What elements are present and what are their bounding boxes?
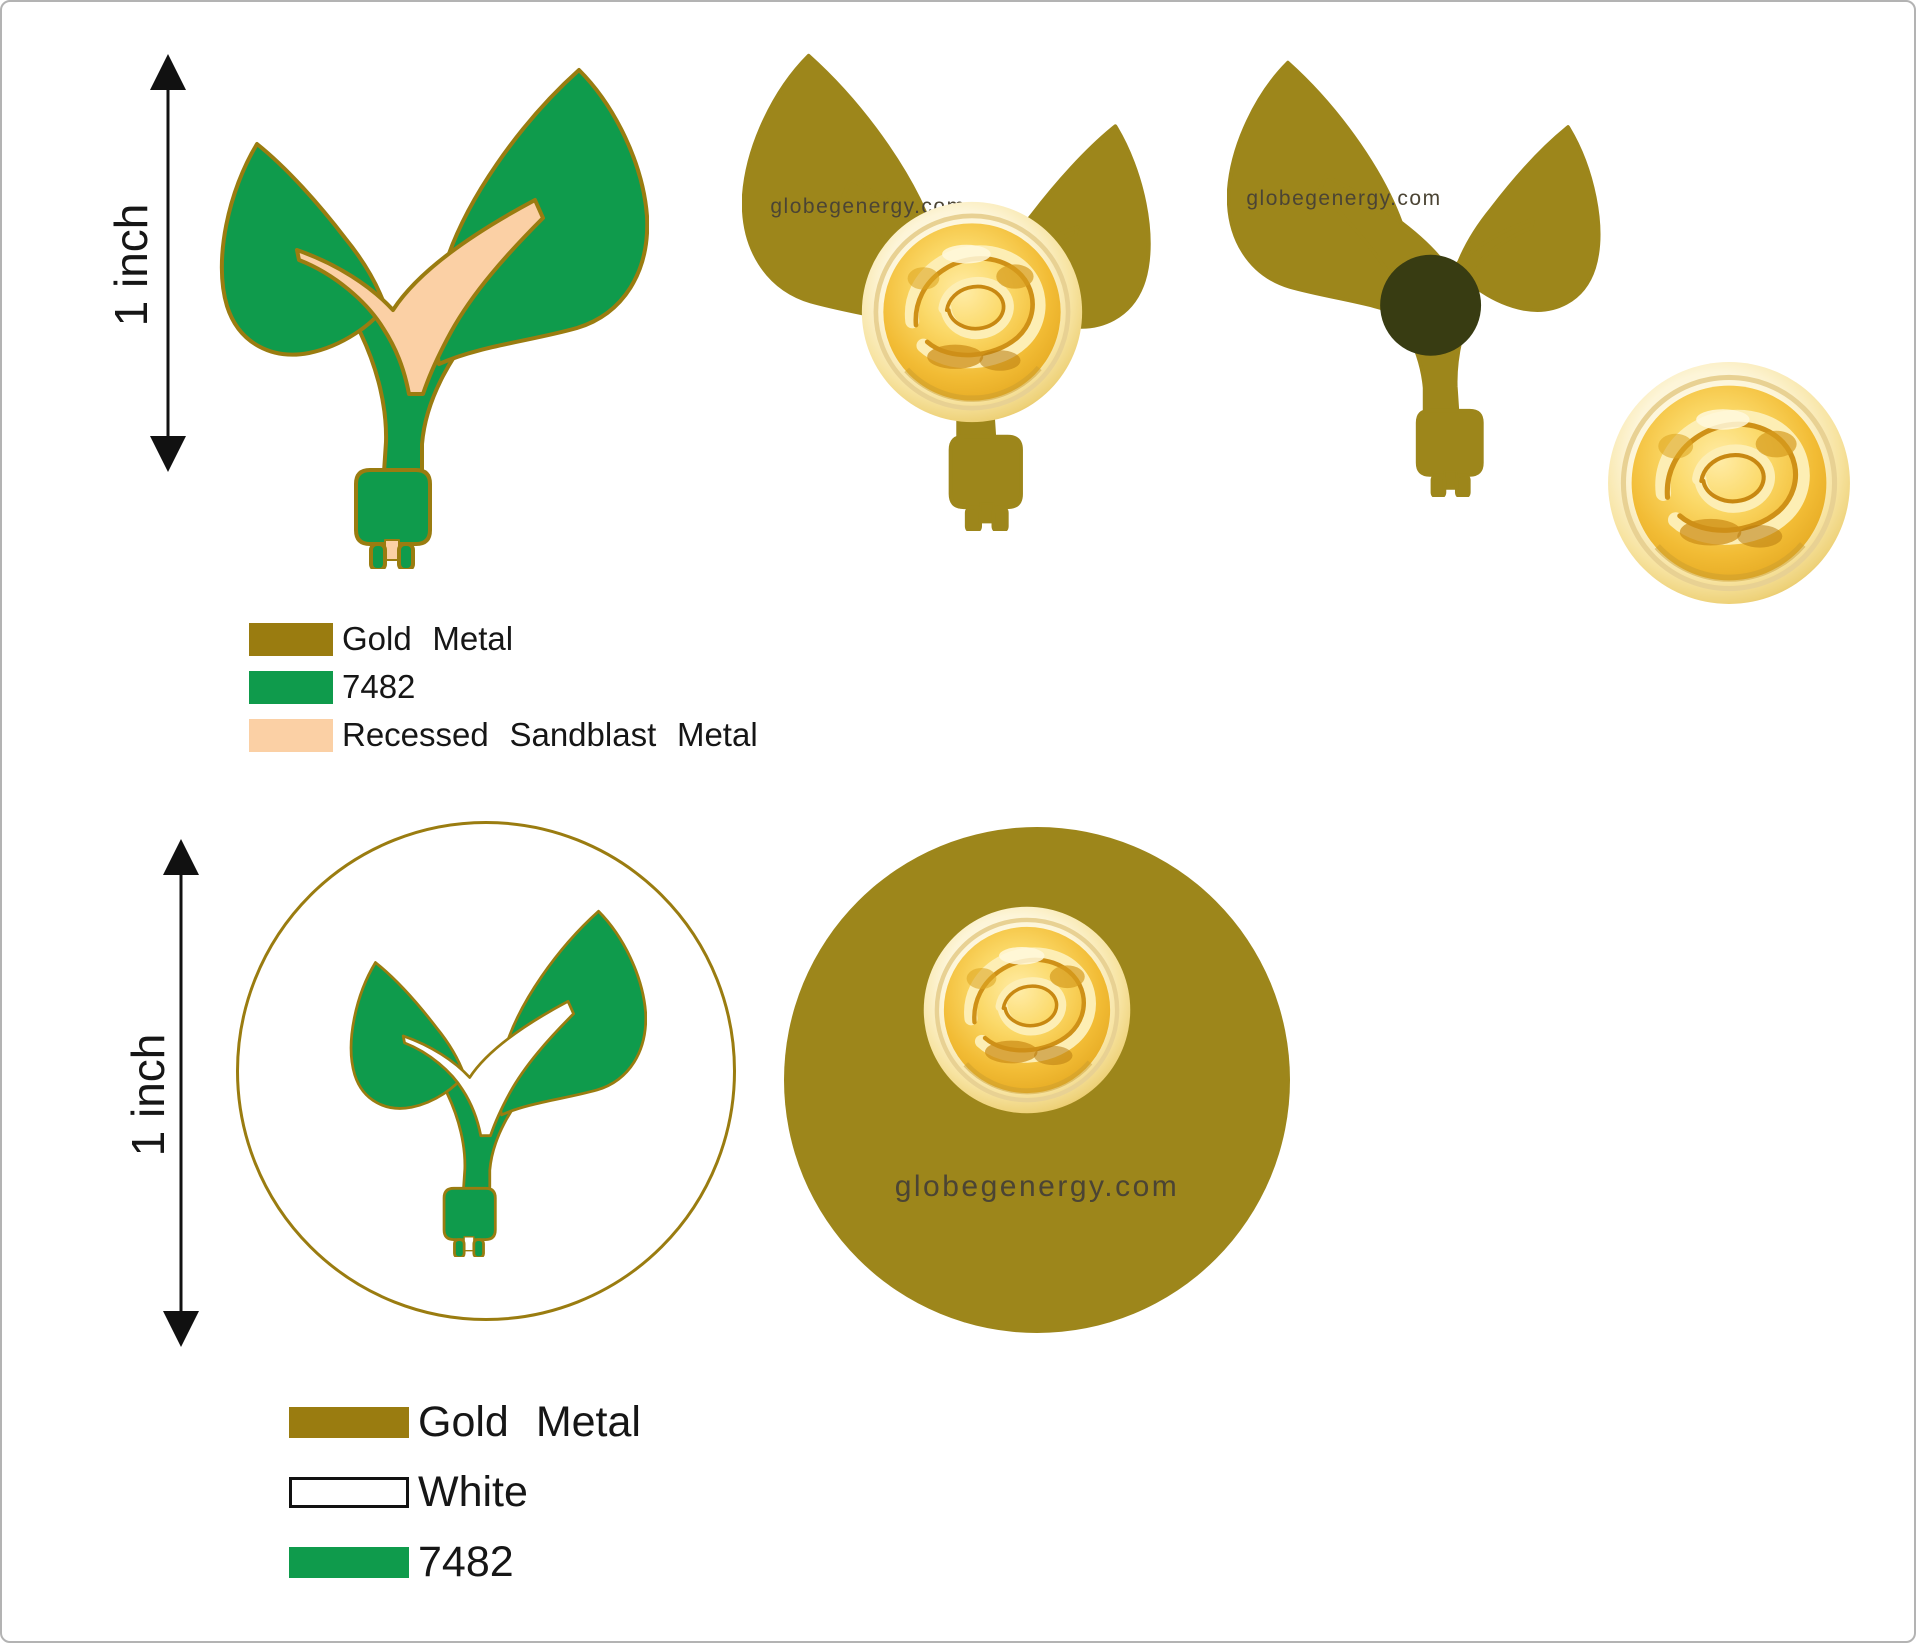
pin-front-colored xyxy=(221,70,648,569)
legend-label-7482: 7482 xyxy=(418,1538,514,1586)
pin-post-base xyxy=(1380,254,1482,356)
legend-swatch-sandblast xyxy=(249,718,333,752)
legend-label-sandblast: Recessed Sandblast Metal xyxy=(342,716,758,753)
legend-top: Gold Metal 7482 Recessed Sandblast Metal xyxy=(249,620,758,764)
legend-swatch-gold-metal xyxy=(289,1407,409,1438)
legend-swatch-gold-metal xyxy=(249,622,333,656)
legend-label-7482: 7482 xyxy=(342,668,416,705)
round-pin-front-logo xyxy=(351,911,646,1257)
butterfly-clutch-detached xyxy=(1606,360,1852,606)
legend-row: 7482 xyxy=(289,1538,641,1587)
legend-row: White xyxy=(289,1468,641,1517)
legend-swatch-white xyxy=(289,1477,409,1508)
dimension-label-bottom: 1 inch xyxy=(122,1033,174,1157)
legend-label-white: White xyxy=(418,1468,528,1516)
legend-row: Gold Metal xyxy=(289,1398,641,1447)
dimension-arrow-bottom xyxy=(163,839,199,1347)
legend-label-gold-metal: Gold Metal xyxy=(342,620,514,657)
dimension-label-top: 1 inch xyxy=(105,203,157,327)
watermark-text-back2: globegenergy.com xyxy=(1246,187,1442,210)
legend-row: Recessed Sandblast Metal xyxy=(249,716,758,754)
legend-swatch-7482 xyxy=(249,670,333,704)
watermark-text-back1: globegenergy.com xyxy=(770,195,966,218)
watermark-text-round-back: globegenergy.com xyxy=(894,1170,1180,1203)
legend-row: Gold Metal xyxy=(249,620,758,658)
butterfly-clutch-round-pin xyxy=(922,905,1132,1115)
legend-swatch-7482 xyxy=(289,1547,409,1578)
legend-row: 7482 xyxy=(249,668,758,706)
butterfly-clutch-attached xyxy=(860,200,1084,424)
legend-label-gold-metal: Gold Metal xyxy=(418,1398,641,1446)
dimension-arrow-top xyxy=(150,54,186,472)
pin-back-post-view xyxy=(1228,62,1599,497)
legend-bottom: Gold Metal White 7482 xyxy=(289,1398,641,1608)
